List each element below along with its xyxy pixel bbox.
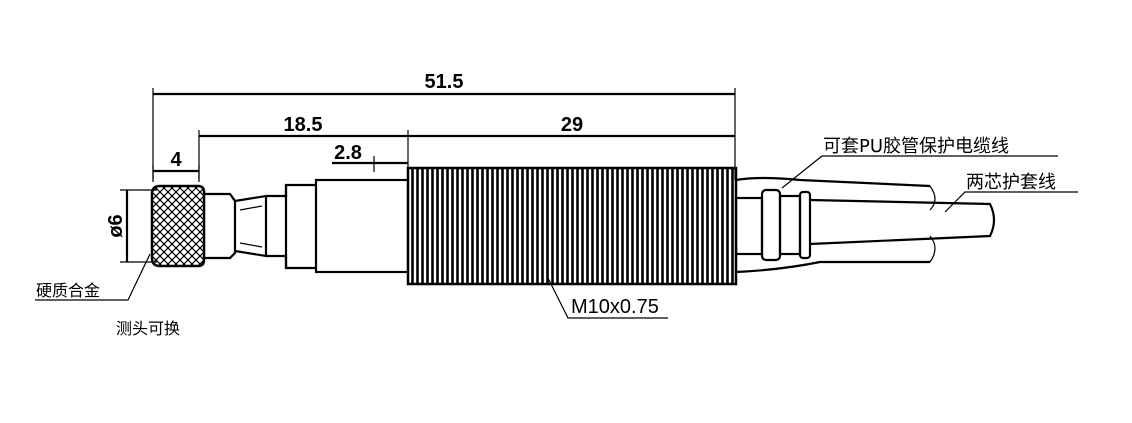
- knurled-tip: [150, 184, 206, 268]
- label-thread-text: M10x0.75: [571, 296, 659, 318]
- label-sheath-text: 两芯护套线: [966, 172, 1056, 193]
- dim-step: 2.8: [332, 142, 408, 172]
- threaded-body: [406, 166, 738, 286]
- cable-assembly: [734, 176, 996, 274]
- label-cable-text: 可套PU胶管保护电缆线: [823, 136, 1009, 157]
- label-alloy-text: 硬质合金: [36, 281, 100, 300]
- dim-thread-text: 29: [561, 114, 583, 136]
- probe-neck: [204, 183, 316, 270]
- dim-diameter-text: ø6: [105, 214, 127, 237]
- label-probe-text: 测头可换: [116, 319, 180, 338]
- dim-overall: 51.5: [152, 71, 736, 180]
- dim-diameter: ø6: [105, 189, 157, 263]
- dim-thread: 29: [408, 114, 735, 138]
- dim-body-text: 18.5: [284, 114, 323, 136]
- dim-step-text: 2.8: [334, 142, 362, 164]
- label-cable: 可套PU胶管保护电缆线: [781, 136, 1058, 189]
- label-alloy: 硬质合金: [35, 253, 151, 301]
- dim-tip: 4: [152, 149, 200, 182]
- dim-tip-text: 4: [170, 149, 182, 171]
- label-thread: M10x0.75: [547, 277, 668, 319]
- label-probe: 测头可换: [116, 319, 180, 338]
- label-sheath: 两芯护套线: [944, 172, 1078, 213]
- dim-body: 18.5: [198, 114, 409, 180]
- dim-overall-text: 51.5: [425, 71, 464, 93]
- smooth-body: [314, 178, 410, 274]
